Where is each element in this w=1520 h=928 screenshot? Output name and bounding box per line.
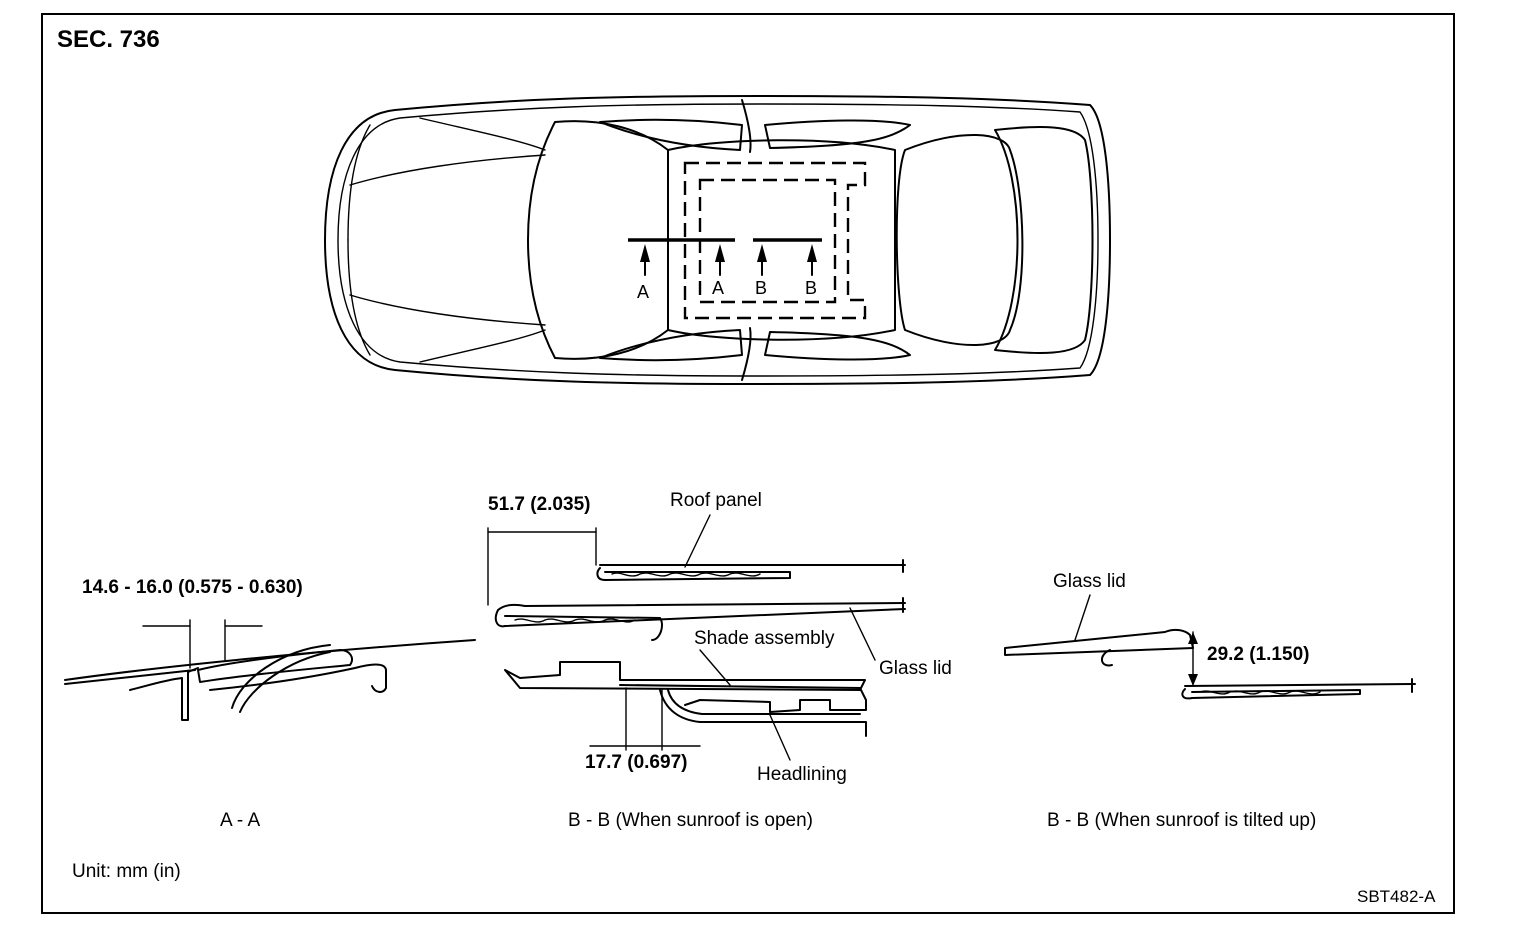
bb-shade-assembly [619,684,867,713]
bb-leader-glass-lid [849,607,876,661]
car-body-inner-outline [337,103,1099,377]
aa-roof-line [64,639,476,681]
bbt-glass-lid [1004,628,1194,656]
bb-open-label-headlining: Headlining [757,764,847,785]
door-line-lower [741,327,752,381]
bbt-glass-lid-hook [1101,649,1113,667]
sunroof-outline-outer [683,161,867,320]
trunk-lid [994,126,1094,354]
unit-note: Unit: mm (in) [72,861,181,882]
bb-glass-lid [494,602,906,628]
bbt-roof-panel-wave [1199,690,1321,695]
bb-leader-roof-panel [684,514,711,568]
door-line-upper [741,99,752,153]
bb-open-caption: B - B (When sunroof is open) [568,810,813,831]
section-arrows [640,244,817,276]
bbt-leader-glass-lid [1074,594,1091,641]
hood-line-lower [349,294,546,326]
roof-outline [667,139,896,341]
hood-edge-lower [419,329,546,363]
hood-line-upper [349,154,546,186]
bb-open-dimension-bottom: 17.7 (0.697) [585,752,688,773]
hood-edge-upper [419,117,546,151]
figure-code: SBT482-A [1357,887,1436,906]
front-side-window-lower [599,329,743,362]
bbt-roof-panel [1181,683,1416,700]
aa-dimension-label: 14.6 - 16.0 (0.575 - 0.630) [82,577,303,598]
bb-tilted-dimension: 29.2 (1.150) [1207,644,1310,665]
bb-shade-frame [504,661,866,691]
aa-seal-curve [231,644,331,709]
aa-glass-edge [197,649,353,683]
bb-tilted-caption: B - B (When sunroof is tilted up) [1047,810,1317,831]
bb-open-label-shade-assembly: Shade assembly [694,628,835,649]
front-side-window-upper [599,118,743,151]
bb-tilted-label-glass-lid: Glass lid [1053,571,1126,592]
aa-frame-profile [209,663,387,693]
section-mark-a-left: A [637,282,649,302]
aa-flange-left [129,667,199,721]
aa-seal-curve-2 [239,651,331,713]
bb-leader-shade [699,649,731,686]
section-aa-drawing [64,619,476,721]
bb-glass-lid-wave [514,618,636,623]
section-mark-b-left: B [755,278,767,298]
bb-glass-lid-frame [504,615,663,641]
car-top-view [324,95,1111,385]
rear-side-window-upper [764,119,911,149]
bb-open-dimension-top: 51.7 (2.035) [488,494,591,515]
bb-headlining-inner [667,689,861,715]
windshield [527,120,669,360]
car-body-outline [324,95,1111,385]
bb-leader-headlining [769,714,791,761]
aa-caption: A - A [220,810,261,831]
rear-side-window-lower [764,331,911,361]
section-title: SEC. 736 [57,26,160,53]
bb-roof-panel-wave [611,572,761,577]
figure-frame [41,13,1455,914]
section-mark-a-right: A [712,278,724,298]
section-bb-tilted-drawing [1004,594,1416,700]
section-bb-open-drawing [487,514,906,761]
section-mark-b-right: B [805,278,817,298]
sunroof-outline-inner [698,178,837,304]
rear-window [895,134,1024,346]
bb-open-label-roof-panel: Roof panel [670,490,762,511]
bb-roof-panel [596,564,906,581]
bumper-line-lower [347,239,371,356]
bumper-line-upper [347,124,371,241]
bb-open-label-glass-lid: Glass lid [879,658,952,679]
